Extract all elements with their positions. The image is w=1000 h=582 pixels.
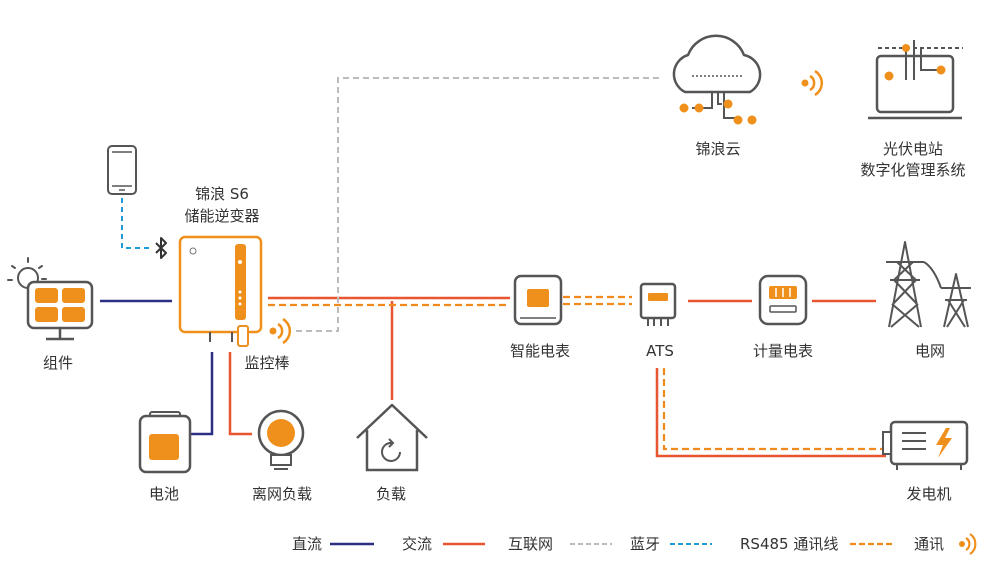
dc-line-inverter-battery (190, 352, 214, 436)
label-grid: 电网 (914, 342, 946, 360)
house-icon (356, 403, 428, 472)
solar-panel-icon (7, 257, 94, 341)
ac-line-inverter-offgrid (228, 352, 252, 436)
legend-dc-label: 直流 (292, 535, 323, 553)
legend-wireless-label: 通讯 (914, 535, 945, 553)
label-inverter-line1: 锦浪 S6 (195, 185, 249, 203)
label-monitor-stick: 监控棒 (244, 354, 290, 372)
label-ats: ATS (646, 342, 674, 360)
ats-icon (639, 282, 677, 326)
rs485-line-ats-generator (662, 368, 886, 451)
legend-rs485-label: RS485 通讯线 (740, 535, 839, 553)
label-energy-meter: 计量电表 (752, 342, 814, 360)
label-generator: 发电机 (906, 485, 952, 503)
label-cloud: 锦浪云 (695, 140, 741, 158)
internet-line-stick-cloud (296, 77, 660, 332)
label-load: 负载 (375, 485, 407, 503)
legend-ac-label: 交流 (402, 535, 433, 553)
battery-icon (138, 411, 192, 474)
energy-meter-icon (758, 274, 808, 326)
label-inverter-line2: 储能逆变器 (184, 207, 260, 225)
ac-line-ats-generator (655, 368, 886, 458)
wireless-icon (801, 69, 824, 97)
laptop-icon (868, 40, 963, 120)
inverter-icon (178, 235, 263, 342)
label-battery: 电池 (148, 485, 180, 503)
bluetooth-icon (155, 237, 167, 259)
monitor-stick-icon (237, 317, 292, 347)
label-pv-system-line1: 光伏电站 (882, 140, 944, 158)
generator-icon (882, 420, 969, 470)
bulb-icon (257, 409, 305, 470)
legend-internet-label: 互联网 (508, 535, 554, 553)
legend-bluetooth-label: 蓝牙 (630, 535, 661, 553)
legend-samples (330, 533, 977, 555)
connection-lines (100, 77, 886, 458)
phone-icon (107, 145, 137, 195)
label-pv-system-line2: 数字化管理系统 (860, 161, 966, 179)
label-panel: 组件 (42, 354, 74, 372)
label-offgrid-load: 离网负载 (251, 485, 313, 503)
label-smart-meter: 智能电表 (509, 342, 571, 360)
cloud-icon (672, 34, 762, 125)
smart-meter-icon (513, 274, 563, 326)
bluetooth-line-phone-inverter (121, 198, 152, 249)
legend-wireless-icon (959, 533, 977, 555)
power-tower-icon (886, 241, 971, 328)
